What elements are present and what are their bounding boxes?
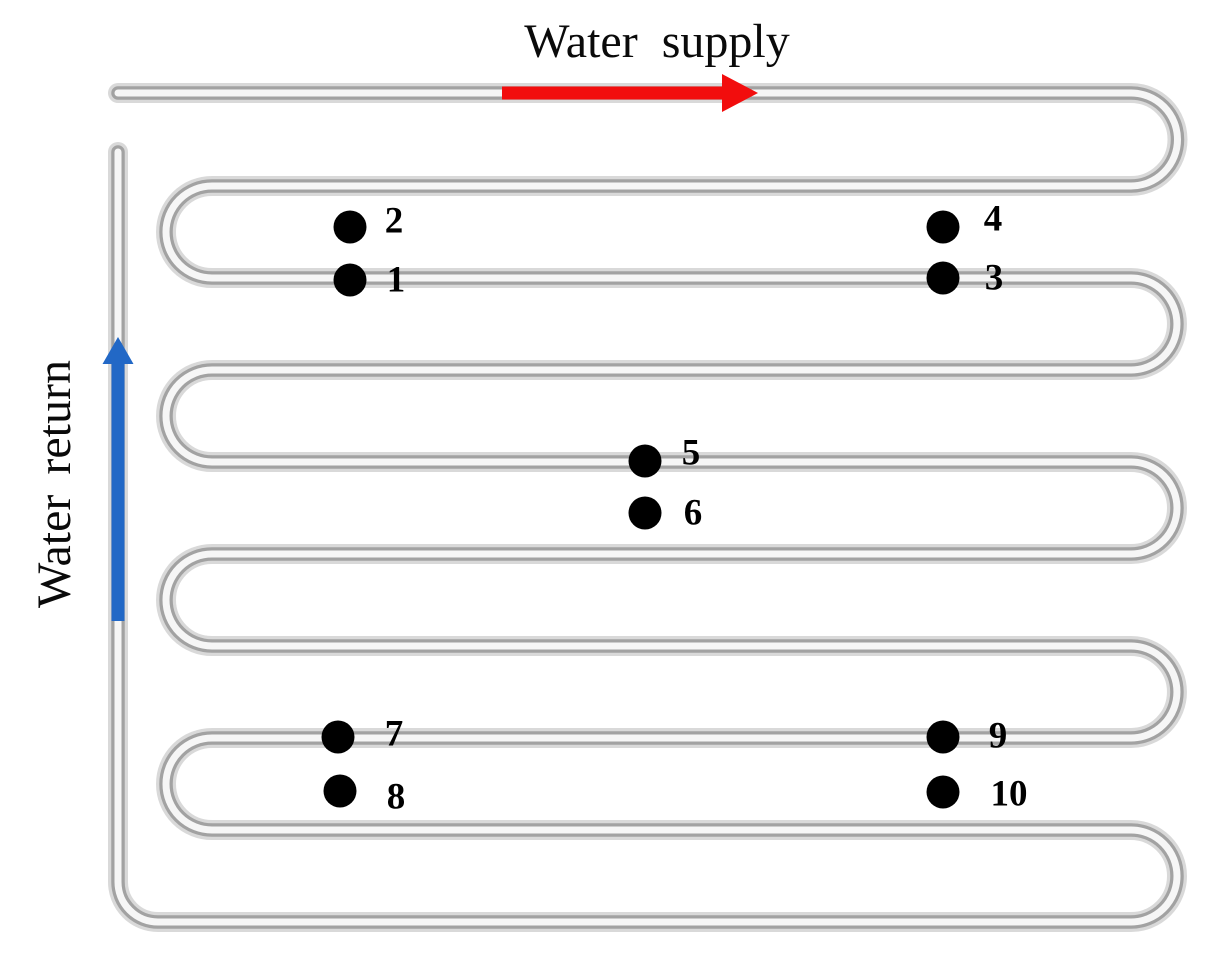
measurement-label-6: 6 (684, 493, 703, 534)
measurement-points: 1 2 3 4 5 6 7 8 9 10 (321, 199, 1028, 818)
measurement-label-10: 10 (991, 774, 1028, 815)
measurement-label-7: 7 (385, 714, 404, 755)
measurement-dot-5 (628, 444, 662, 478)
water-supply-arrow (502, 74, 758, 112)
measurement-dot-7 (321, 720, 355, 754)
measurement-dot-2 (333, 210, 367, 244)
measurement-label-1: 1 (387, 260, 406, 301)
measurement-dot-8 (323, 774, 357, 808)
serpentine-pipe (108, 83, 1188, 932)
measurement-dot-3 (926, 261, 960, 295)
measurement-label-2: 2 (385, 201, 404, 242)
measurement-label-4: 4 (984, 199, 1003, 240)
measurement-dot-4 (926, 210, 960, 244)
measurement-dot-10 (926, 775, 960, 809)
water-supply-label: Water supply (524, 15, 789, 68)
measurement-dot-9 (926, 720, 960, 754)
measurement-label-3: 3 (985, 258, 1004, 299)
water-return-arrow (102, 337, 134, 621)
measurement-label-5: 5 (682, 433, 701, 474)
water-return-label: Water return (28, 360, 81, 608)
measurement-label-8: 8 (387, 777, 406, 818)
measurement-label-9: 9 (989, 716, 1008, 757)
measurement-dot-1 (333, 263, 367, 297)
pipe-bore (114, 89, 1181, 926)
measurement-dot-6 (628, 496, 662, 530)
